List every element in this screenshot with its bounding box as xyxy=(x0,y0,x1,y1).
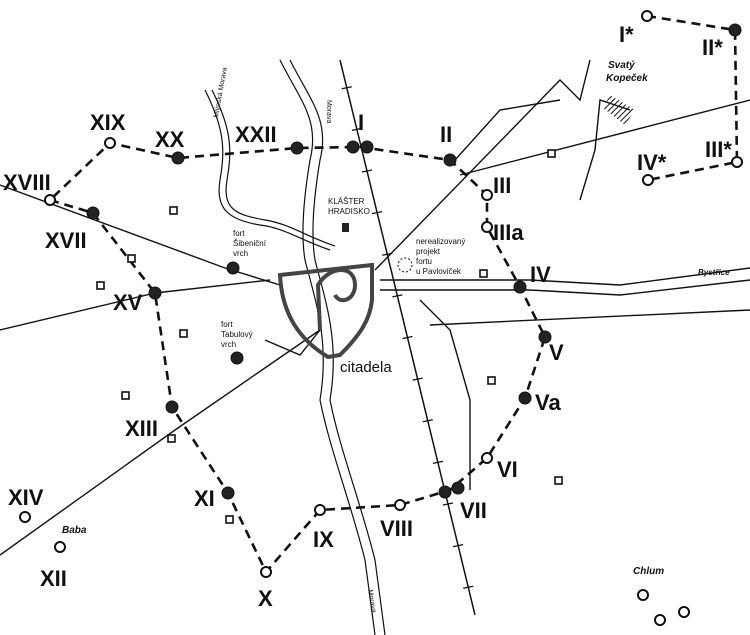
fort-label-III-star: III* xyxy=(705,137,732,162)
fort-label-XVIII: XVIII xyxy=(3,170,51,195)
railway-tick xyxy=(392,294,403,298)
label-sibenicni-2: Šibeniční xyxy=(233,239,267,248)
fort-label-XIV: XIV xyxy=(8,485,44,510)
railway-tick xyxy=(372,211,383,215)
label-river-morava-north: Morava xyxy=(325,100,332,123)
fort-label-Va: Va xyxy=(535,390,561,415)
place-labels: KLÁŠTER HRADISKO fort Šibeniční vrch for… xyxy=(62,60,730,613)
fort-label-VI: VI xyxy=(497,457,518,482)
fort-label-I-star: I* xyxy=(619,22,634,47)
fort-label-XI: XI xyxy=(194,486,215,511)
buildings xyxy=(96,95,635,524)
label-svaty-kopecek-2: Kopeček xyxy=(606,73,648,84)
label-river-morava-south: Morava xyxy=(366,589,377,613)
unbuilt-fort-marker xyxy=(397,257,413,273)
fort-label-XXII: XXII xyxy=(235,122,277,147)
fort-label-II: II xyxy=(440,122,452,147)
label-hradisko: HRADISKO xyxy=(328,207,370,216)
label-pavlovicky-3: fortu xyxy=(416,257,432,266)
label-tabulovy: fort xyxy=(221,320,233,329)
fort-label-VII: VII xyxy=(460,498,487,523)
railway-tick xyxy=(382,252,393,256)
fort-label-IX: IX xyxy=(313,527,334,552)
fort-label-X: X xyxy=(258,586,273,611)
railway xyxy=(339,59,476,616)
label-pavlovicky-2: projekt xyxy=(416,247,441,256)
label-bystrice: Bystřice xyxy=(698,268,730,277)
label-citadela: citadela xyxy=(340,359,392,376)
label-sibenicni: fort xyxy=(233,229,245,238)
label-baba: Baba xyxy=(62,525,87,536)
fort-label-XII: XII xyxy=(40,566,67,591)
label-klaster: KLÁŠTER xyxy=(328,197,365,206)
fort-label-XIII: XIII xyxy=(125,416,158,441)
fort-label-XV: XV xyxy=(113,290,143,315)
railway-tick xyxy=(341,86,352,90)
fort-label-IIIa: IIIa xyxy=(493,220,524,245)
fort-label-XX: XX xyxy=(155,127,185,152)
roads xyxy=(0,59,750,556)
railway-tick xyxy=(463,585,474,589)
fort-label-IV-star: IV* xyxy=(637,150,667,175)
fort-label-XVII: XVII xyxy=(45,228,87,253)
label-pavlovicky-4: u Pavloviček xyxy=(416,267,462,276)
fort-label-II-star: II* xyxy=(702,35,723,60)
railway-tick xyxy=(453,544,464,548)
fort-label-VIII: VIII xyxy=(380,516,413,541)
citadel: citadela xyxy=(277,262,392,376)
label-sibenicni-3: vrch xyxy=(233,249,248,258)
railway-tick xyxy=(351,127,362,131)
fort-label-XIX: XIX xyxy=(90,110,126,135)
label-river-mlynska-morava: Mlýnská Morava xyxy=(213,67,229,119)
svaty-kopecek-hatch xyxy=(603,95,635,125)
fort-labels: I II III IIIa IV V Va VI VII VIII IX X X… xyxy=(3,22,732,611)
railway-tick xyxy=(412,377,423,381)
label-svaty-kopecek: Svatý xyxy=(608,60,635,71)
railway-tick xyxy=(422,419,433,423)
railway-tick xyxy=(402,335,413,340)
railway-tick xyxy=(361,169,373,173)
fort-label-III: III xyxy=(493,173,511,198)
fort-markers xyxy=(19,10,743,626)
label-tabulovy-3: vrch xyxy=(221,340,236,349)
label-tabulovy-2: Tabulový xyxy=(221,330,253,339)
fort-label-V: V xyxy=(549,340,564,365)
railway-tick xyxy=(432,460,443,464)
label-chlum: Chlum xyxy=(633,566,664,577)
fort-label-I: I xyxy=(358,110,364,135)
railway-tick xyxy=(442,502,454,506)
label-pavlovicky: nerealizovaný xyxy=(416,237,465,246)
fort-label-IV: IV xyxy=(530,262,551,287)
